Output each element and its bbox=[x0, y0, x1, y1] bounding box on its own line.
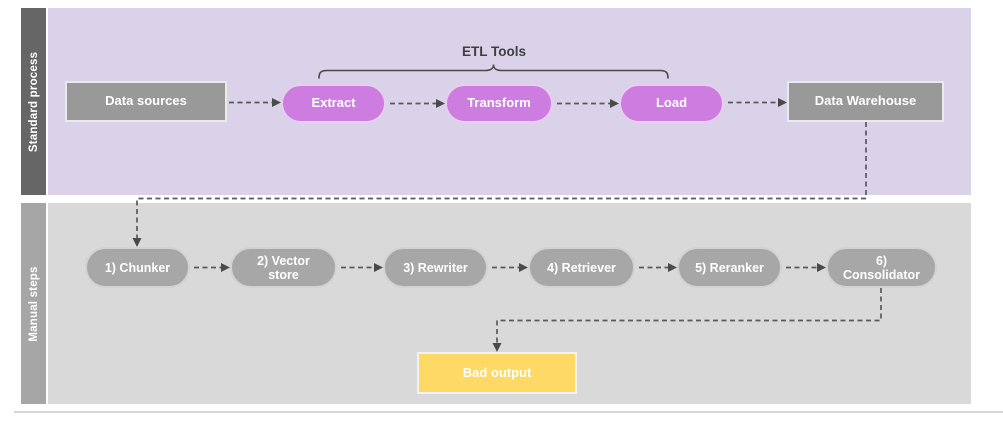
node-data-sources: Data sources bbox=[65, 81, 227, 122]
node-load: Load bbox=[619, 84, 724, 123]
node-extract: Extract bbox=[281, 84, 386, 123]
node-reranker: 5) Reranker bbox=[677, 247, 782, 288]
node-chunker: 1) Chunker bbox=[85, 247, 190, 288]
node-data-warehouse: Data Warehouse bbox=[787, 81, 944, 122]
lane-label-bar-manual-steps: Manual steps bbox=[21, 203, 46, 404]
node-vector-store: 2) Vector store bbox=[230, 247, 337, 288]
etl-tools-label: ETL Tools bbox=[462, 44, 526, 59]
lane-label-bar-standard-process: Standard process bbox=[21, 8, 46, 195]
bottom-divider bbox=[14, 411, 1003, 413]
node-bad-output: Bad output bbox=[417, 352, 577, 394]
node-rewriter: 3) Rewriter bbox=[383, 247, 488, 288]
node-consolidator: 6) Consolidator bbox=[826, 247, 937, 288]
node-transform: Transform bbox=[445, 84, 553, 123]
lane-label-standard-process: Standard process bbox=[27, 51, 40, 152]
node-retriever: 4) Retriever bbox=[528, 247, 635, 288]
lane-label-manual-steps: Manual steps bbox=[27, 265, 40, 342]
